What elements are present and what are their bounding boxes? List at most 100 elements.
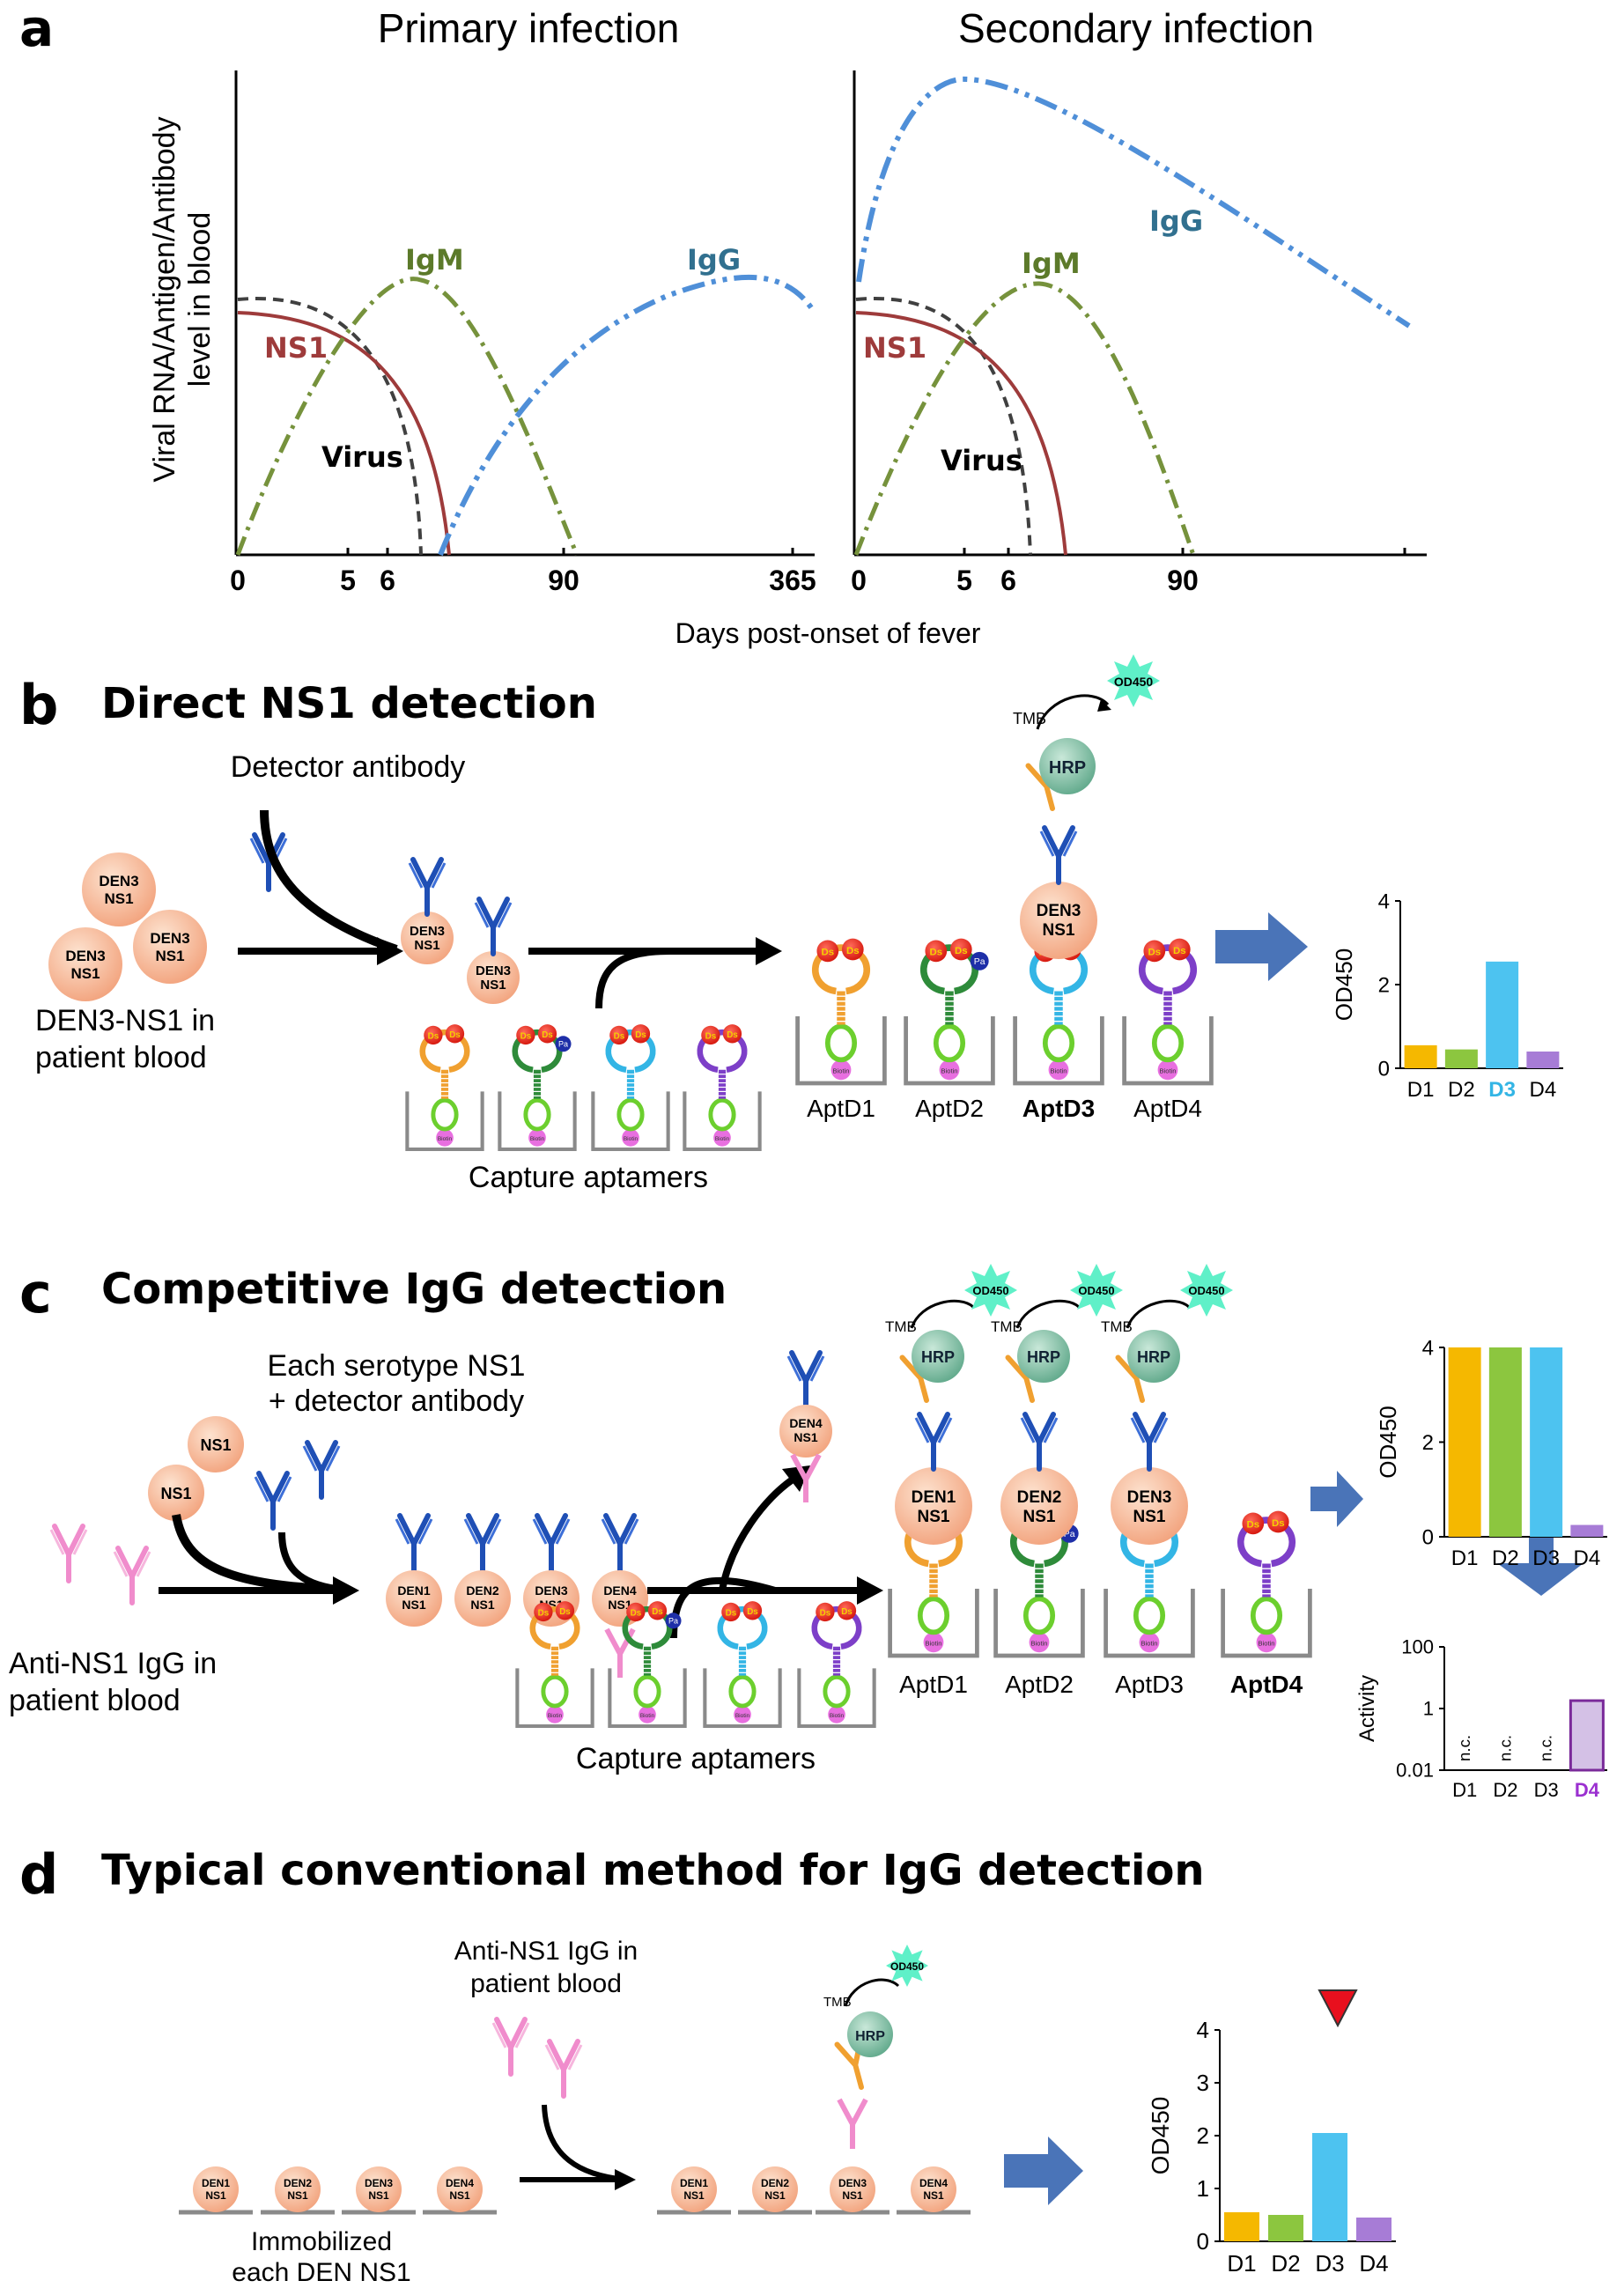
svg-text:Pa: Pa [558,1040,568,1049]
bar [1268,2215,1303,2241]
y-axis-label: Viral RNA/Antigen/Antibody level in bloo… [148,116,217,482]
svg-text:Ds: Ds [635,1030,646,1040]
ns1-label: DEN3 [838,2177,867,2189]
svg-text:Biotin: Biotin [926,1640,942,1648]
svg-text:Biotin: Biotin [1259,1640,1275,1648]
ns1-label: DEN4 [446,2177,474,2189]
x-axis-label: Days post-onset of fever [675,617,981,649]
y-tick-label: 2 [1378,973,1390,997]
svg-text:Biotin: Biotin [530,1136,545,1142]
ns1-text: NS1 [794,1430,817,1444]
primary-tick-0: 0 [230,565,246,596]
svg-text:Ds: Ds [726,1609,737,1619]
od-label: OD450 [890,1960,924,1973]
primary-virus-curve [237,297,423,556]
ns1-text: DEN4 [789,1416,823,1430]
svg-text:Biotin: Biotin [1141,1640,1158,1648]
stack-label: DEN1 [912,1488,956,1507]
x-tick-label: D1 [1451,1546,1479,1570]
y-axis-label: Activity [1355,1675,1379,1742]
primary-virus-label: Virus [321,440,403,474]
ns1-text: NS1 [480,978,506,993]
d-immobilized-line1: Immobilized [251,2227,392,2256]
secondary-igg-curve [856,76,1411,328]
tmb-label: TMB [1013,710,1046,727]
svg-text:Biotin: Biotin [833,1067,850,1075]
c-detector-antibody-1 [255,1473,291,1528]
immobilized-ns1 [356,2166,402,2212]
panel-a-label: a [19,0,54,58]
panel-c-label: c [19,1261,52,1325]
secondary-igm-label: IgM [1022,247,1081,280]
tmb-label: TMB [991,1318,1022,1335]
c-arrow-curve-1 [172,1514,344,1594]
bar [1444,1049,1478,1068]
y-tick-label: 2 [1197,2122,1209,2149]
panel-d-label: d [19,1842,58,1907]
ns1-text: DEN3 [99,873,138,889]
secondary-infection-title: Secondary infection [958,5,1314,51]
c-arrowhead-2 [857,1576,883,1605]
svg-text:Pa: Pa [974,957,985,967]
svg-text:Ds: Ds [614,1032,625,1042]
svg-text:Ds: Ds [428,1032,439,1042]
d-blood-label-line2: patient blood [470,1969,622,1998]
stack-label: DEN2 [1017,1488,1062,1507]
secondary-igg-label: IgG [1149,204,1203,238]
svg-text:Biotin: Biotin [735,1713,750,1719]
svg-text:Ds: Ds [538,1609,550,1619]
secondary-ns1-curve [855,311,1067,556]
panel-b-title: Direct NS1 detection [101,679,597,728]
svg-text:Pa: Pa [668,1617,678,1626]
svg-text:Ds: Ds [930,948,943,958]
b-arrow-curve [260,809,398,954]
y-tick-label: 0 [1378,1057,1390,1081]
d-patient-igg-1 [493,2019,528,2074]
d-arrow-curve [542,2104,626,2182]
svg-text:Biotin: Biotin [624,1136,639,1142]
od-label: OD450 [1188,1284,1224,1297]
ns1-label: NS1 [449,2189,470,2202]
ns1-text: DEN3 [1037,902,1081,920]
svg-text:Biotin: Biotin [830,1713,845,1719]
primary-igg-curve [438,274,817,557]
secondary-curves [853,76,1411,556]
d-immobilized-line2: each DEN NS1 [232,2258,410,2287]
x-tick-label: D2 [1493,1779,1517,1801]
y-axis-label-line2: level in blood [183,212,217,387]
bar [1356,2218,1391,2241]
svg-text:Pa: Pa [1064,1530,1075,1539]
bar-annotation: n.c. [1537,1735,1555,1761]
b-complexes: DEN3 NS1 DEN3 NS1 [401,860,520,1004]
complex-label: DEN4 [603,1583,637,1598]
bar [1526,1052,1560,1068]
x-tick-label: D1 [1452,1779,1477,1801]
svg-text:Biotin: Biotin [438,1136,453,1142]
c-detector-antibody-2 [304,1443,339,1497]
secondary-tick-90: 90 [1167,565,1199,596]
y-tick-label: 0 [1422,1525,1434,1549]
ns1-text: NS1 [104,890,133,907]
bar-annotation: n.c. [1455,1735,1473,1761]
x-tick-label: D4 [1359,2250,1388,2277]
immobilized-ns1 [671,2166,717,2212]
svg-text:Biotin: Biotin [640,1713,655,1719]
primary-axes [234,70,815,557]
ns1-text: NS1 [70,965,100,982]
immobilized-ns1 [830,2166,875,2212]
apt-name: AptD2 [1005,1671,1074,1698]
bar [1488,1347,1522,1537]
complex-label: NS1 [470,1598,494,1612]
b-blood-label-line1: DEN3-NS1 in [35,1004,215,1037]
immobilized-ns1 [437,2166,483,2212]
ns1-label: NS1 [764,2189,786,2202]
d-blood-label-line1: Anti-NS1 IgG in [454,1937,638,1966]
